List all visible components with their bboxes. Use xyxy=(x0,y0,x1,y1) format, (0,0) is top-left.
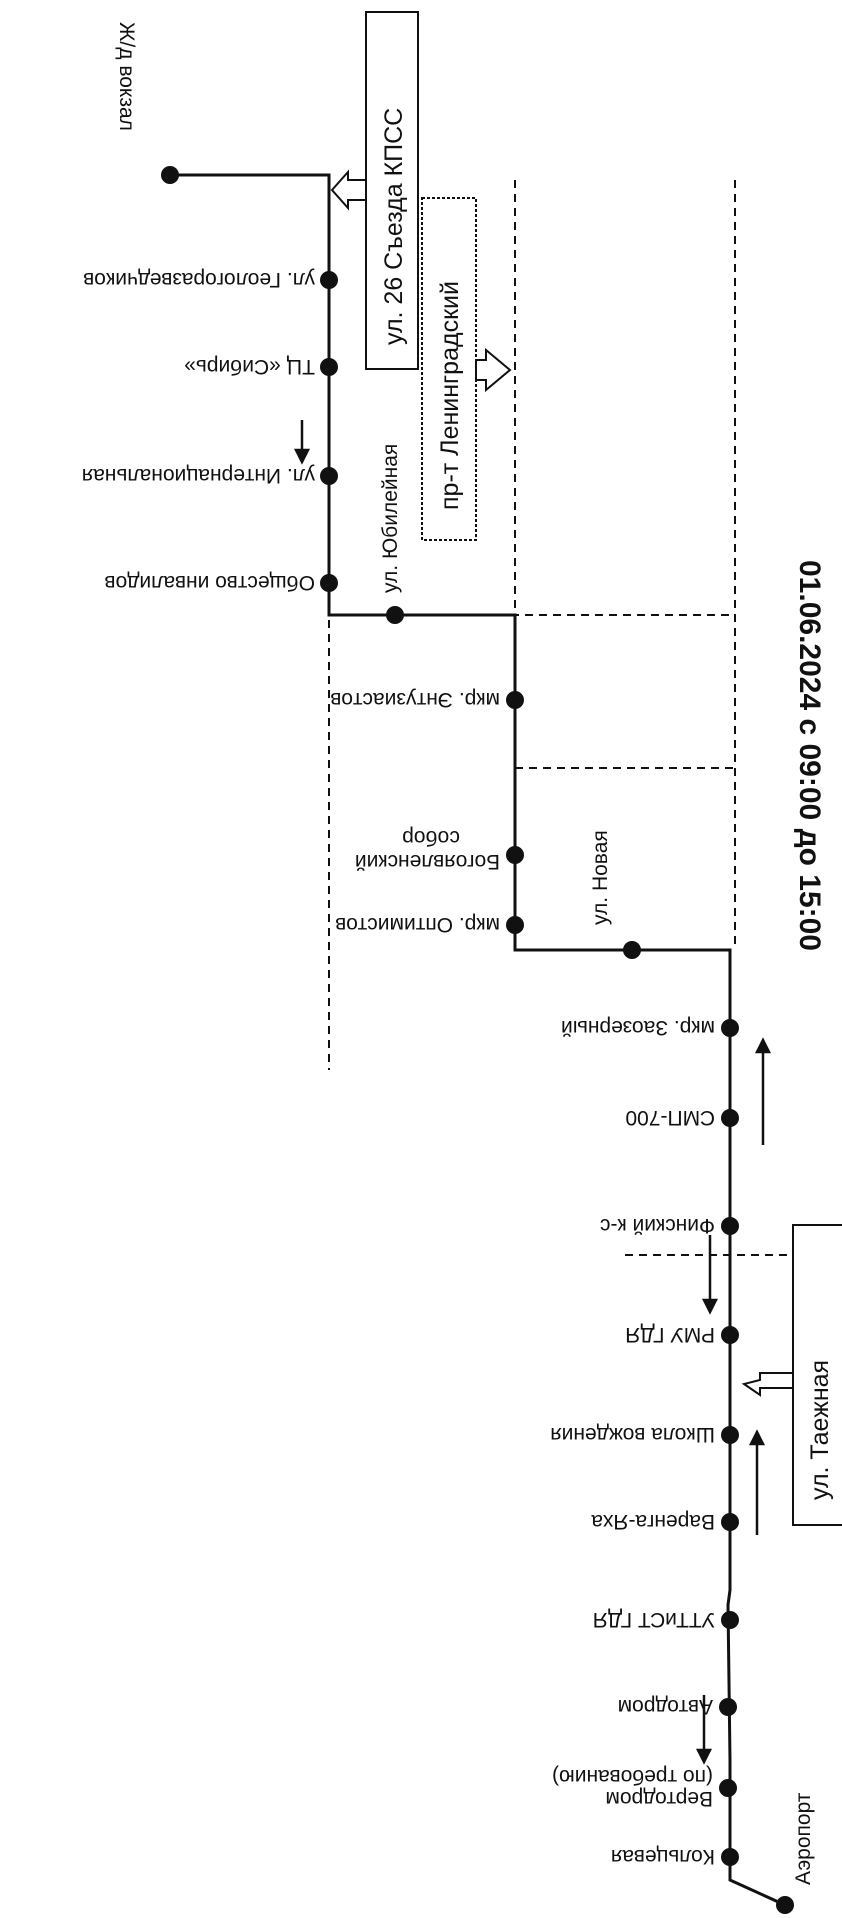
stop-label-bogoyavlensky-1: Богоявленский xyxy=(355,850,500,873)
stop-label-optimistov: мкр. Оптимистов xyxy=(335,913,500,936)
stop-label-uttist-gdya: УТТиСТ ГДЯ xyxy=(593,1608,715,1631)
stop-dot-bogoyavlensky xyxy=(506,846,524,864)
stop-dot-heliport xyxy=(719,1779,737,1797)
stop-dot-invalids-society xyxy=(320,574,338,592)
arrow-taezhnaya xyxy=(741,1372,794,1397)
street-lines xyxy=(328,180,790,1256)
stop-label-airport: Аэропорт xyxy=(792,1792,815,1885)
stop-dot-yubileynaya xyxy=(386,606,404,624)
stop-dot-railway-station xyxy=(161,166,179,184)
street-label-novaya: ул. Новая xyxy=(589,830,612,925)
schedule-header: 01.06.2024 с 09:00 до 15:00 xyxy=(793,560,826,951)
stop-dot-koltsevaya xyxy=(721,1848,739,1866)
stop-label-varenga-yakha: Варенга-Яха xyxy=(591,1510,715,1533)
stop-dot-airport xyxy=(776,1896,794,1914)
street-box-taezhnaya: ул. Таежная xyxy=(792,1224,842,1526)
stop-dot-finsky xyxy=(721,1217,739,1235)
stop-dot-uttist-gdya xyxy=(721,1611,739,1629)
stop-label-internatsionalnaya: ул. Интернациональная xyxy=(82,464,315,487)
stop-dot-geologorazvedchikov xyxy=(320,271,338,289)
stop-dot-optimistov xyxy=(506,916,524,934)
stop-dot-varenga-yakha xyxy=(721,1513,739,1531)
stop-label-invalids-society: Общество инвалидов xyxy=(104,571,315,594)
stop-label-driving-school: Школа вождения xyxy=(550,1423,715,1446)
stop-dot-internatsionalnaya xyxy=(320,467,338,485)
stop-label-smp700: СМП-700 xyxy=(625,1106,715,1129)
stop-dot-zaozerny xyxy=(721,1019,739,1037)
street-box-leningradsky: пр-т Ленинградский xyxy=(421,197,477,541)
stop-label-autodrome: Автодром xyxy=(618,1695,713,1718)
stop-dot-driving-school xyxy=(721,1426,739,1444)
stop-label-bogoyavlensky-2: собор xyxy=(402,826,460,849)
stop-label-geologorazvedchikov: ул. Геологоразведчиков xyxy=(83,268,315,291)
stop-label-finsky: Финский к-с xyxy=(600,1214,715,1237)
arrow-leningradsky xyxy=(475,347,512,393)
stop-label-heliport-2: (по требованию) xyxy=(552,1765,713,1788)
stop-label-heliport-1: Вертодром xyxy=(605,1787,713,1810)
arrow-kpss xyxy=(330,169,367,211)
street-label-yubileynaya: ул. Юбилейная xyxy=(379,444,402,593)
stop-dot-rmu-gdya xyxy=(721,1326,739,1344)
stop-label-koltsevaya: Кольцевая xyxy=(611,1845,715,1868)
stop-dot-tc-sibir xyxy=(320,358,338,376)
stop-label-entuziastov: мкр. Энтузиастов xyxy=(330,688,500,711)
stop-dot-novaya xyxy=(623,941,641,959)
stop-dots xyxy=(161,166,794,1914)
street-label-taezhnaya: ул. Таежная xyxy=(806,1360,834,1500)
stop-label-zaozerny: мкр. Заозерный xyxy=(561,1016,715,1039)
stop-dot-entuziastov xyxy=(506,691,524,709)
street-label-leningradsky: пр-т Ленинградский xyxy=(436,281,464,510)
direction-arrows xyxy=(293,420,772,1765)
stop-labels: Ж/д вокзал ул. Геологоразведчиков ТЦ «Си… xyxy=(82,22,815,1885)
stop-dot-autodrome xyxy=(719,1698,737,1716)
street-label-kpss: ул. 26 Съезда КПСС xyxy=(380,108,408,345)
stop-label-railway-station: Ж/д вокзал xyxy=(115,22,138,131)
stop-label-tc-sibir: ТЦ «Сибирь» xyxy=(184,355,315,378)
stop-dot-smp700 xyxy=(721,1109,739,1127)
route-line xyxy=(170,173,786,1907)
stop-label-rmu-gdya: РМУ ГДЯ xyxy=(625,1323,715,1346)
street-box-kpss: ул. 26 Съезда КПСС xyxy=(365,11,419,370)
